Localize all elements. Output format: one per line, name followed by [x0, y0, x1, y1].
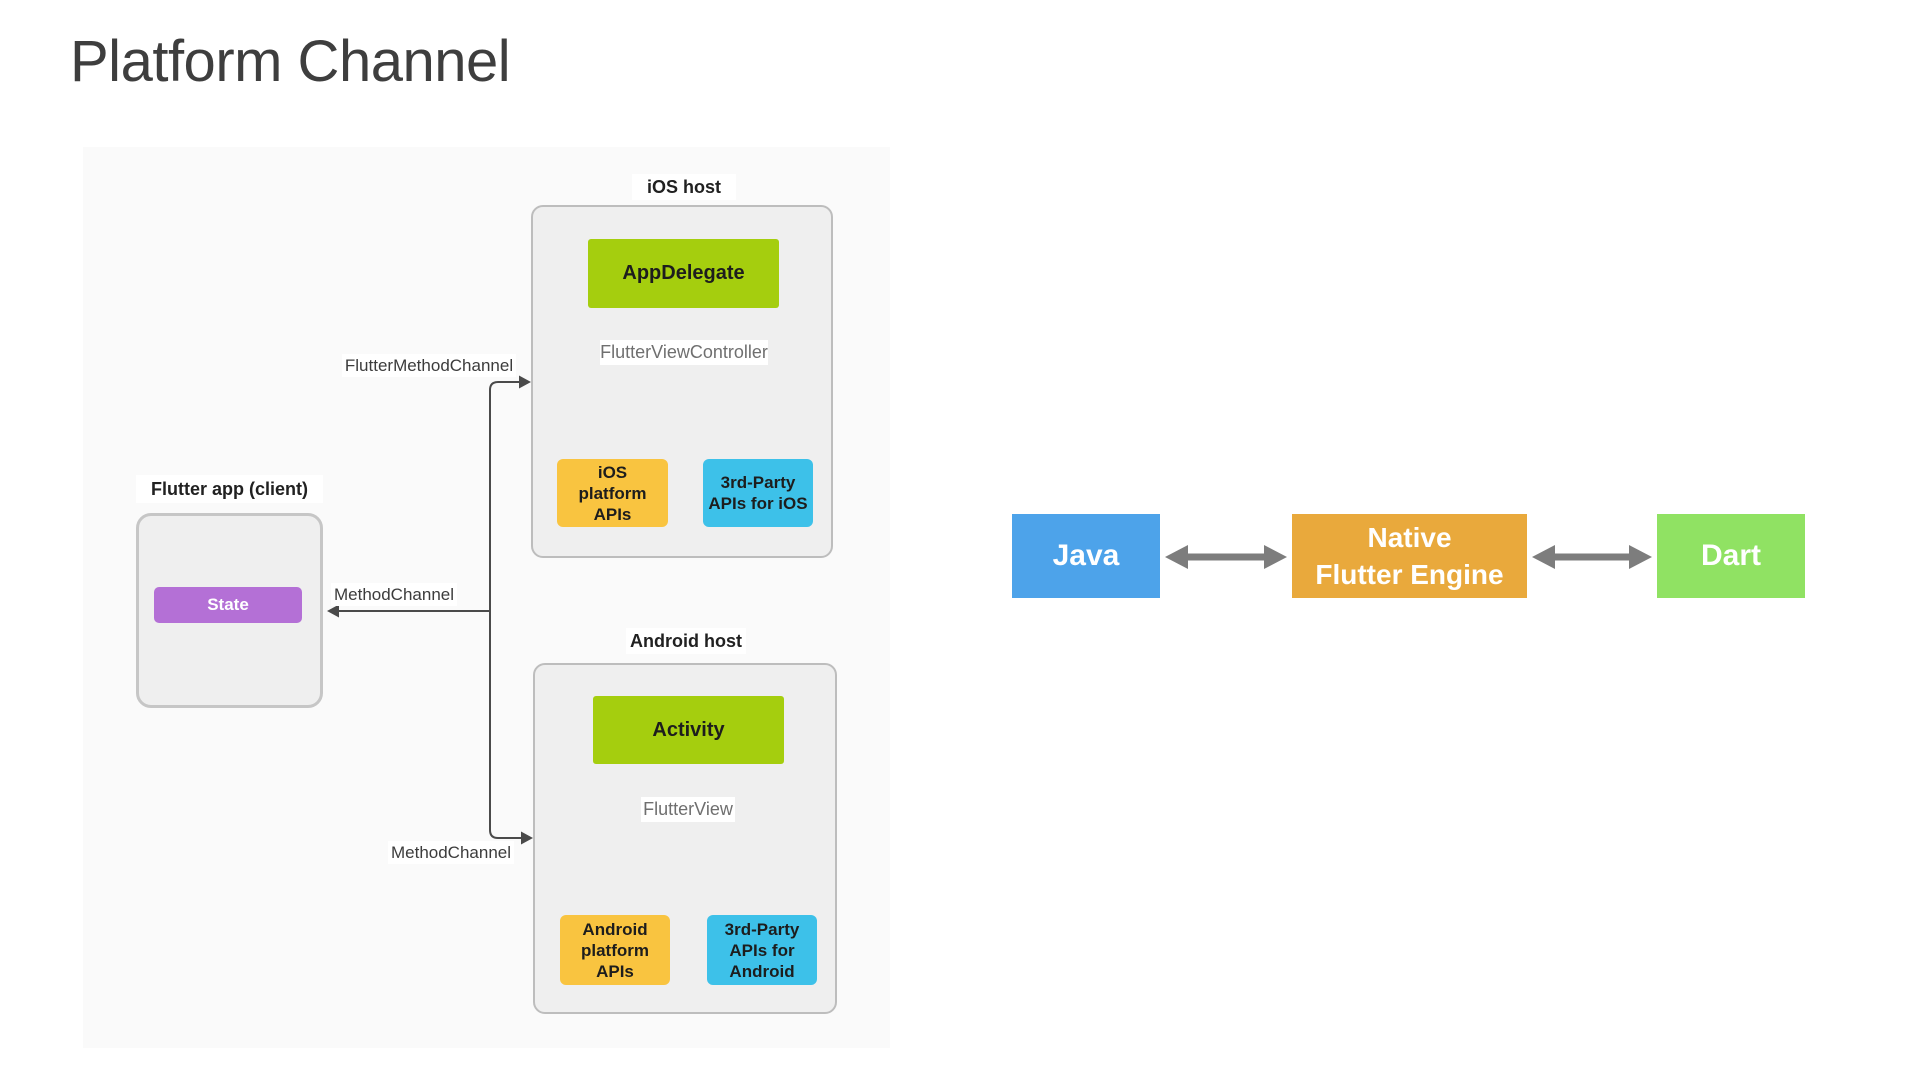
app-delegate-box: AppDelegate — [588, 239, 779, 308]
ios-platform-apis-box: iOS platform APIs — [557, 459, 668, 527]
java-engine-arrow-left-head — [1165, 545, 1188, 569]
ios-third-party-apis-box: 3rd-Party APIs for iOS — [703, 459, 813, 527]
native-engine-line: Flutter Engine — [1315, 559, 1504, 590]
state-box: State — [154, 587, 302, 623]
page-title: Platform Channel — [70, 29, 511, 94]
flutter-method-channel-label: FlutterMethodChannel — [342, 354, 516, 377]
android-platform-apis-line: APIs — [596, 961, 634, 981]
engine-dart-arrow-left-head — [1532, 545, 1555, 569]
ios-platform-apis-line: APIs — [593, 504, 632, 524]
native-flutter-engine-box: Native Flutter Engine — [1292, 514, 1527, 598]
android-host-label: Android host — [626, 628, 746, 654]
android-third-party-line: Android — [729, 961, 795, 981]
ios-third-party-line: APIs for iOS — [708, 494, 808, 513]
java-engine-arrow-right-head — [1264, 545, 1287, 569]
method-channel-bottom-label: MethodChannel — [388, 841, 514, 864]
android-platform-apis-line: platform — [581, 940, 649, 960]
flutter-view-label: FlutterView — [641, 797, 735, 822]
activity-box: Activity — [593, 696, 784, 764]
android-third-party-line: 3rd-Party — [724, 919, 800, 939]
dart-box: Dart — [1657, 514, 1805, 598]
ios-third-party-line: 3rd-Party — [720, 473, 796, 492]
android-third-party-line: APIs for — [729, 940, 795, 960]
flutter-view-controller-label: FlutterViewController — [600, 340, 768, 365]
ios-host-label: iOS host — [632, 174, 736, 200]
flutter-app-label: Flutter app (client) — [136, 475, 323, 503]
ios-platform-apis-line: platform — [578, 483, 647, 503]
java-box: Java — [1012, 514, 1160, 598]
native-engine-line: Native — [1367, 522, 1452, 553]
ios-platform-apis-line: iOS — [597, 462, 628, 482]
android-platform-apis-box: Android platform APIs — [560, 915, 670, 985]
android-third-party-apis-box: 3rd-Party APIs for Android — [707, 915, 817, 985]
android-platform-apis-line: Android — [582, 919, 648, 939]
method-channel-middle-label: MethodChannel — [331, 583, 457, 606]
engine-dart-arrow-right-head — [1629, 545, 1652, 569]
